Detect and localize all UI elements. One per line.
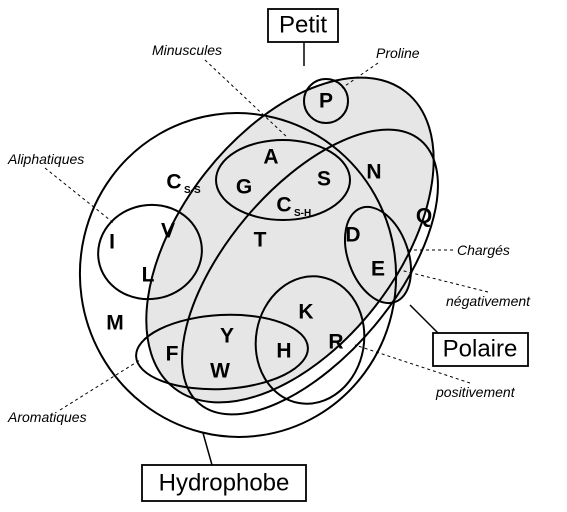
aromatic-leader — [59, 359, 141, 411]
aromatic-label: Aromatiques — [7, 409, 87, 425]
positive-leader — [354, 344, 471, 384]
negative-label: négativement — [446, 293, 531, 309]
amino-acid-p: P — [319, 90, 333, 113]
aliphatic-label: Aliphatiques — [7, 151, 84, 167]
tiny-set-outline — [215, 139, 351, 221]
amino-acid-y: Y — [220, 325, 234, 348]
charged-set-outline — [344, 205, 412, 305]
charged-label: Chargés — [457, 242, 510, 258]
svg-text:C: C — [276, 194, 291, 217]
positive-set-outline — [254, 275, 366, 405]
aliphatic-leader — [44, 167, 116, 225]
small-set-label: Petit — [267, 8, 339, 43]
tiny-leader — [204, 59, 289, 139]
amino-acid-v: V — [161, 220, 175, 243]
hydrophobic-box-connector — [202, 432, 213, 466]
svg-text:Petit: Petit — [279, 11, 327, 38]
svg-text:S-S: S-S — [184, 185, 201, 196]
amino-acid-g: G — [236, 176, 252, 199]
small-set-outline — [145, 76, 435, 404]
proline-label: Proline — [376, 45, 420, 61]
hydrophobic-set-outline — [78, 112, 398, 438]
amino-acid-h: H — [276, 340, 291, 363]
positive-label: positivement — [435, 384, 516, 400]
tiny-label: Minuscules — [152, 42, 222, 58]
polar-set-label: Polaire — [432, 332, 529, 367]
amino-acid-d: D — [345, 224, 360, 247]
amino-acid-t: T — [254, 229, 267, 252]
small-set-fill — [146, 77, 434, 403]
amino-acid-l: L — [142, 264, 155, 287]
amino-acid-r: R — [328, 331, 343, 354]
polar-set-outline — [181, 128, 439, 416]
svg-text:Polaire: Polaire — [443, 335, 518, 362]
amino-acid-n: N — [366, 161, 381, 184]
hydrophobic-set-label: Hydrophobe — [141, 464, 307, 502]
proline-leader — [341, 62, 379, 89]
amino-acid-s: S — [317, 168, 331, 191]
amino-acid-a: A — [263, 146, 278, 169]
amino-acid-f: F — [166, 343, 179, 366]
negative-leader — [399, 269, 489, 293]
svg-text:Hydrophobe: Hydrophobe — [159, 469, 290, 496]
aromatic-set-outline — [135, 313, 309, 391]
amino-acid-w: W — [210, 360, 230, 383]
polar-box-connector — [409, 304, 441, 336]
amino-acid-q: Q — [416, 205, 432, 228]
proline-set-outline — [303, 78, 349, 124]
amino-acid-i: I — [109, 231, 115, 254]
svg-text:S-H: S-H — [294, 208, 311, 219]
amino-acid-e: E — [371, 258, 385, 281]
amino-acid-c-thiol: C S-H — [276, 194, 311, 219]
amino-acid-c-disulfide: C S-S — [166, 171, 201, 196]
amino-acid-k: K — [298, 301, 313, 324]
amino-acid-m: M — [106, 312, 124, 335]
svg-text:C: C — [166, 171, 181, 194]
aliphatic-set-outline — [97, 203, 203, 301]
